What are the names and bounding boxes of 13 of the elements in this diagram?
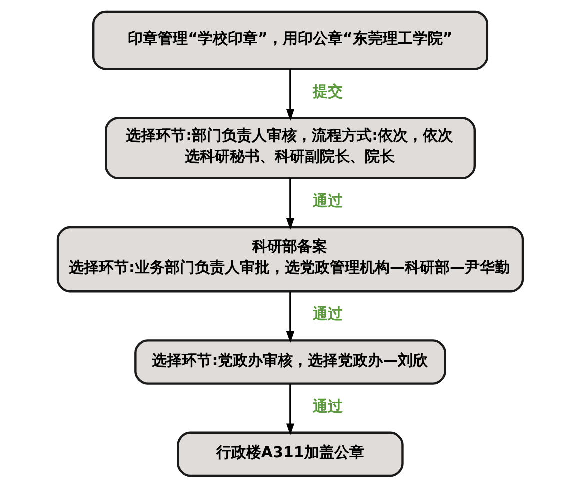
arrow <box>286 178 294 230</box>
node-box: 印章管理“学校印章”，用印公章“东莞理工学院” <box>92 10 488 70</box>
node-box: 选择环节:党政办审核，选择党政办—刘欣 <box>134 340 446 385</box>
node-box: 行政楼A311加盖公章 <box>176 432 404 478</box>
edge-label: 提交 <box>312 82 343 101</box>
arrow <box>286 384 294 436</box>
node-box: 选择环节:部门负责人审核，流程方式:依次，依次选科研秘书、科研副院长、院长 <box>104 117 476 180</box>
arrow <box>286 69 294 121</box>
edge-label: 通过 <box>312 397 343 416</box>
edge-label: 通过 <box>312 305 343 324</box>
edge-label: 通过 <box>312 192 343 210</box>
arrow <box>286 292 294 344</box>
node-box: 科研部备案 选择环节:业务部门负责人审批，选党政管理机构—科研部—尹华勤 <box>56 226 524 293</box>
